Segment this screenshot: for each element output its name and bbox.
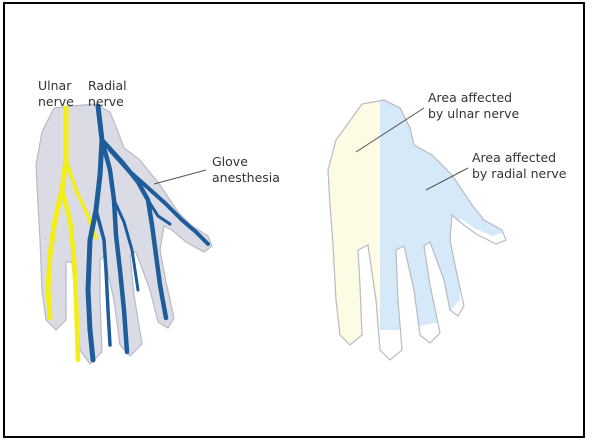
right-hand-group: Area affected by ulnar nerve Area affect… xyxy=(320,90,567,360)
glove-anesthesia-label-2: anesthesia xyxy=(212,170,280,185)
ulnar-area-label: Area affected xyxy=(428,90,512,105)
left-hand-group: Ulnar nerve Radial nerve Glove anesthesi… xyxy=(36,78,280,364)
radial-nerve-label: Radial xyxy=(88,78,127,93)
glove-anesthesia-leader xyxy=(154,170,206,184)
radial-nerve-label-2: nerve xyxy=(88,94,124,109)
radial-area-label-2: by radial nerve xyxy=(472,166,567,181)
ulnar-nerve-label: Ulnar xyxy=(38,78,72,93)
ulnar-area-fill xyxy=(320,90,380,360)
ulnar-nerve-label-2: nerve xyxy=(38,94,74,109)
radial-area-label: Area affected xyxy=(472,150,556,165)
glove-anesthesia-label: Glove xyxy=(212,154,248,169)
radial-area-fill xyxy=(380,90,520,330)
ulnar-area-label-2: by ulnar nerve xyxy=(428,106,520,121)
